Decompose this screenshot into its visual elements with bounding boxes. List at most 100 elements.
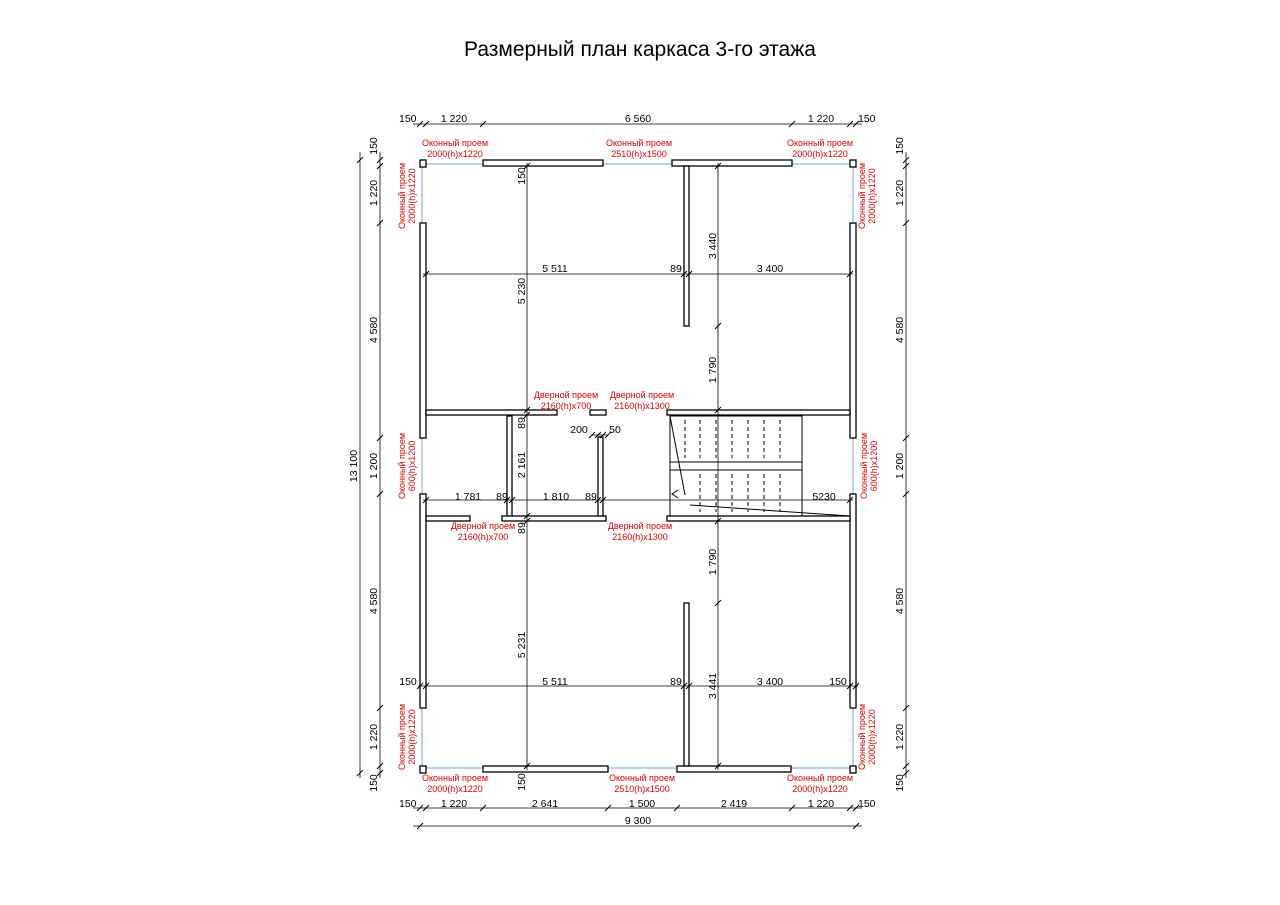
dim-mid-89-right: 89 (585, 491, 597, 503)
dims-right: 150 1 220 4 580 1 200 4 580 1 220 150 (894, 137, 906, 792)
dim-upper-5511: 5 511 (542, 263, 568, 275)
dimension-tick (376, 219, 384, 227)
label-door-upper-left-title: Дверной проем (534, 390, 598, 400)
dim-bottom-2641: 2 641 (532, 798, 558, 810)
dimension-tick (523, 517, 531, 525)
dimension-tick (594, 496, 602, 504)
dimension-tick (846, 270, 854, 278)
opening-labels: Оконный проем 2000(h)x1220 Оконный проем… (397, 138, 879, 794)
dimension-tick (902, 434, 910, 442)
dimension-tick (714, 162, 722, 170)
label-door-lower-left-title: Дверной проем (451, 521, 515, 531)
dimension-tick (902, 704, 910, 712)
dimension-tick (902, 162, 910, 170)
dim-small-50: 50 (609, 424, 621, 436)
dimension-tick (523, 162, 531, 170)
dim-total-height: 13 100 (348, 450, 360, 482)
dim-left-4580-top: 4 580 (368, 317, 380, 343)
dim-bottom-1500: 1 500 (629, 798, 655, 810)
dimension-tick (376, 769, 384, 777)
dim-left-1220-bottom: 1 220 (368, 724, 380, 750)
dim-top-6560: 6 560 (625, 113, 651, 125)
dimension-tick (422, 270, 430, 278)
dims-interior-vertical: 150 5 230 89 2 161 89 5 231 150 3 440 1 … (516, 167, 719, 791)
dimension-tick (852, 682, 860, 690)
dimension-tick (588, 431, 596, 439)
dim-v-1790-lower: 1 790 (707, 549, 719, 575)
dimension-tick (523, 512, 531, 520)
dim-v-150-bottom: 150 (516, 773, 528, 791)
dim-bottom-1220-left: 1 220 (441, 798, 467, 810)
dimension-tick (604, 431, 612, 439)
dimension-tick (714, 517, 722, 525)
dim-mid-89-left: 89 (496, 491, 508, 503)
dimension-tick (902, 219, 910, 227)
dim-lower-89: 89 (670, 676, 682, 688)
dimension-tick (788, 804, 796, 812)
dims-bottom: 150 1 220 2 641 1 500 2 419 1 220 150 9 … (399, 798, 876, 827)
label-window-right-top-size: 2000(h)x1220 (867, 168, 877, 224)
dim-upper-89: 89 (670, 263, 682, 275)
label-window-left-top-title: Оконный проем (397, 163, 407, 229)
dimension-tick (416, 822, 424, 830)
label-window-bottom-right-size: 2000(h)x1220 (792, 784, 848, 794)
dimension-tick (599, 496, 607, 504)
dimension-tick (599, 431, 607, 439)
dimension-tick (846, 682, 854, 690)
dim-right-4580-top: 4 580 (894, 317, 906, 343)
dimension-tick (846, 120, 854, 128)
dimension-tick (852, 120, 860, 128)
label-window-top-left-size: 2000(h)x1220 (427, 149, 483, 159)
dim-small-200: 200 (570, 424, 588, 436)
dim-right-150-top: 150 (894, 137, 906, 155)
dimension-tick (846, 804, 854, 812)
dim-lower-150-right: 150 (829, 676, 847, 688)
label-window-left-top-size: 2000(h)x1220 (407, 168, 417, 224)
label-door-lower-left-size: 2160(h)x700 (458, 532, 509, 542)
dimension-tick (714, 599, 722, 607)
dim-right-1220-top: 1 220 (894, 180, 906, 206)
plan-title: Размерный план каркаса 3-го этажа (464, 38, 816, 61)
dim-v-3441: 3 441 (707, 673, 719, 699)
dim-mid-1810: 1 810 (543, 491, 569, 503)
dim-upper-3400: 3 400 (757, 263, 783, 275)
dimension-tick (479, 120, 487, 128)
dimension-tick (673, 804, 681, 812)
dim-top-1220-left: 1 220 (441, 113, 467, 125)
dim-right-150-bottom: 150 (894, 774, 906, 792)
label-door-upper-left-size: 2160(h)x700 (541, 401, 592, 411)
dimension-tick (376, 762, 384, 770)
dimension-tick (376, 490, 384, 498)
dimension-tick (422, 496, 430, 504)
label-window-bottom-right-title: Оконный проем (787, 773, 853, 783)
dimension-tick (376, 156, 384, 164)
dimension-tick (902, 762, 910, 770)
label-window-top-center-title: Оконный проем (606, 138, 672, 148)
dim-lower-150-left: 150 (399, 676, 417, 688)
dimension-tick (902, 156, 910, 164)
dim-top-1220-right: 1 220 (808, 113, 834, 125)
dim-bottom-2419: 2 419 (721, 798, 747, 810)
dim-mid-5230: 5230 (812, 491, 836, 503)
dimension-tick (685, 682, 693, 690)
label-window-top-right-size: 2000(h)x1220 (792, 149, 848, 159)
dimension-tick (714, 762, 722, 770)
dim-left-4580-bottom: 4 580 (368, 588, 380, 614)
dimension-tick (416, 682, 424, 690)
dimension-tick (902, 769, 910, 777)
dimension-tick (604, 804, 612, 812)
label-window-left-mid-title: Оконный проем (397, 433, 407, 499)
dim-top-150-left: 150 (399, 113, 417, 125)
label-window-top-right-title: Оконный проем (787, 138, 853, 148)
dim-bottom-1220-right: 1 220 (808, 798, 834, 810)
walls (419, 159, 857, 774)
label-window-bottom-center-size: 2510(h)x1500 (614, 784, 670, 794)
dimension-tick (714, 406, 722, 414)
label-window-right-mid-title: Оконный проем (859, 433, 869, 499)
dimension-tick (376, 704, 384, 712)
dimension-tick (852, 822, 860, 830)
dimension-tick (479, 804, 487, 812)
dimension-tick (376, 434, 384, 442)
dimension-tick (788, 120, 796, 128)
dim-mid-1781: 1 781 (455, 491, 481, 503)
